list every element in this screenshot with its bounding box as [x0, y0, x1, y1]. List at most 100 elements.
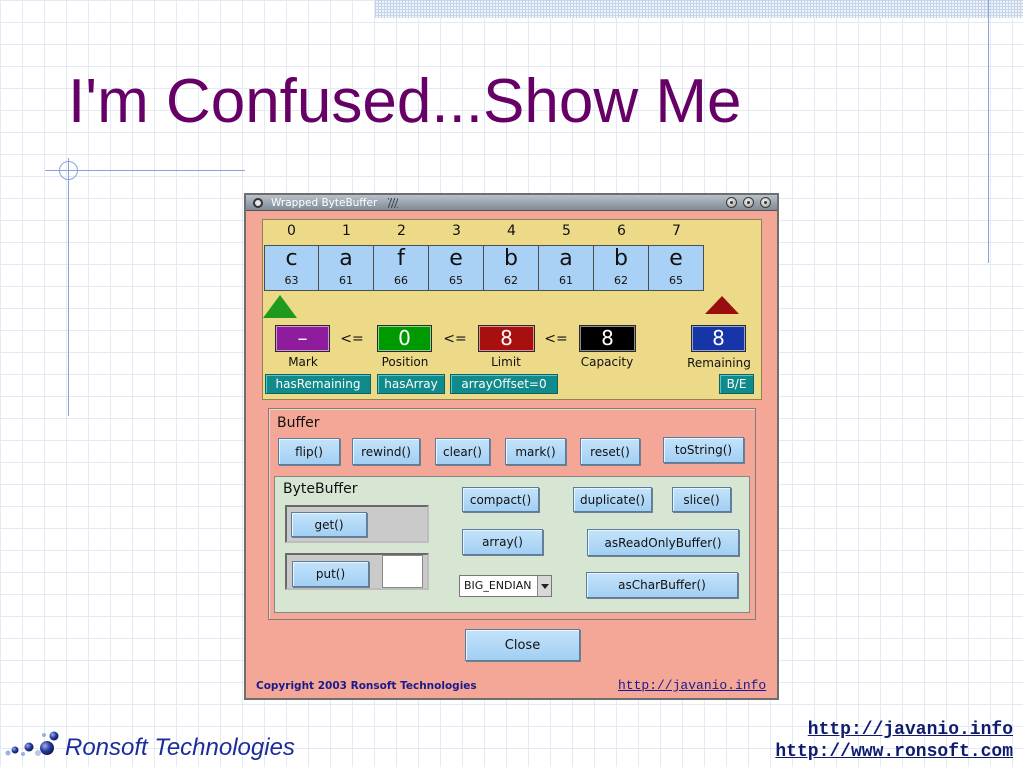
company-name: Ronsoft Technologies [65, 734, 295, 761]
slice-button[interactable]: slice() [672, 487, 731, 512]
byte-char: e [449, 246, 463, 271]
put-group: put() [285, 553, 429, 590]
put-button[interactable]: put() [292, 561, 369, 587]
byte-cell: a 61 [539, 245, 594, 291]
tostring-button[interactable]: toString() [663, 437, 744, 463]
byte-cell: a 61 [319, 245, 374, 291]
remaining-value-box: 8 [691, 325, 746, 352]
decor-vertical-line-right [988, 0, 989, 263]
byte-hex: 62 [504, 274, 518, 287]
compact-button[interactable]: compact() [462, 487, 539, 512]
mark-value-box: – [275, 325, 330, 352]
byte-hex: 61 [559, 274, 573, 287]
window-menu-icon[interactable] [253, 198, 263, 208]
decor-horizontal-line-left [45, 170, 245, 171]
byte-hex: 63 [284, 274, 299, 287]
rewind-button[interactable]: rewind() [352, 438, 420, 465]
byte-hex: 61 [339, 274, 353, 287]
ronsoft-link[interactable]: http://www.ronsoft.com [775, 742, 1013, 762]
byte-hex: 65 [669, 274, 683, 287]
byte-char: e [669, 246, 683, 271]
byte-hex: 65 [449, 274, 463, 287]
byte-order-select[interactable]: BIG_ENDIAN [459, 575, 552, 597]
close-icon[interactable] [760, 197, 771, 208]
slide-title: I'm Confused...Show Me [68, 67, 742, 136]
limit-label: Limit [491, 355, 521, 369]
byte-hex: 62 [614, 274, 628, 287]
get-button[interactable]: get() [291, 512, 367, 537]
ronsoft-dots-logo-icon [5, 731, 59, 756]
position-value-box: 0 [377, 325, 432, 352]
close-button[interactable]: Close [465, 629, 580, 661]
flip-button[interactable]: flip() [278, 438, 340, 465]
lte-separator: <= [340, 331, 364, 347]
index-label: 0 [287, 223, 296, 239]
window-titlebar[interactable]: Wrapped ByteBuffer [246, 195, 777, 211]
byte-order-selected-value: BIG_ENDIAN [464, 579, 532, 592]
limit-pointer-triangle-icon [705, 296, 739, 314]
byte-char: a [559, 246, 573, 271]
chevron-down-icon[interactable] [537, 576, 551, 596]
logo-dot [40, 741, 54, 755]
byte-cell: f 66 [374, 245, 429, 291]
remaining-label: Remaining [687, 356, 751, 370]
put-value-input[interactable] [382, 555, 423, 588]
logo-dot [42, 733, 46, 737]
capacity-label: Capacity [580, 355, 634, 369]
buffer-panel: Buffer flip() rewind() clear() mark() re… [268, 408, 756, 620]
byte-order-toggle[interactable]: B/E [719, 374, 754, 394]
has-array-indicator: hasArray [377, 374, 445, 394]
window-copyright: Copyright 2003 Ronsoft Technologies [256, 680, 477, 692]
byte-char: f [397, 246, 405, 271]
byte-char: c [285, 246, 298, 271]
byte-cell: c 63 [264, 245, 319, 291]
bytebuffer-panel-title: ByteBuffer [283, 481, 358, 497]
crosshair-circle-icon [59, 161, 78, 180]
logo-dot [49, 731, 59, 741]
index-row: 0 1 2 3 4 5 6 7 [264, 222, 704, 240]
minimize-icon[interactable] [726, 197, 737, 208]
index-label: 6 [617, 223, 626, 239]
index-label: 4 [507, 223, 516, 239]
index-label: 3 [452, 223, 461, 239]
bytebuffer-panel: ByteBuffer get() put() compact() duplica… [274, 476, 750, 613]
window-footer-link[interactable]: http://javanio.info [618, 678, 767, 693]
titlebar-grip [388, 198, 398, 208]
as-char-buffer-button[interactable]: asCharBuffer() [586, 572, 738, 598]
reset-button[interactable]: reset() [580, 438, 640, 465]
byte-char: b [504, 246, 518, 271]
decor-vertical-line-left [68, 158, 69, 416]
logo-dot [5, 750, 11, 756]
as-read-only-buffer-button[interactable]: asReadOnlyBuffer() [587, 529, 739, 556]
index-label: 7 [672, 223, 681, 239]
byte-cell: e 65 [649, 245, 704, 291]
duplicate-button[interactable]: duplicate() [573, 487, 652, 512]
logo-dot [35, 750, 41, 756]
logo-dot [11, 746, 19, 754]
lte-separator: <= [443, 331, 467, 347]
logo-dot [21, 752, 25, 756]
array-button[interactable]: array() [462, 529, 543, 555]
logo-dot [24, 742, 34, 752]
limit-value-box: 8 [478, 325, 535, 352]
byte-char: a [339, 246, 353, 271]
array-offset-indicator: arrayOffset=0 [450, 374, 558, 394]
byte-cell: e 65 [429, 245, 484, 291]
mark-button[interactable]: mark() [505, 438, 566, 465]
top-pattern-band [375, 0, 1023, 18]
maximize-icon[interactable] [743, 197, 754, 208]
buffer-panel-title: Buffer [277, 415, 320, 431]
javanio-link[interactable]: http://javanio.info [807, 720, 1013, 740]
index-label: 5 [562, 223, 571, 239]
clear-button[interactable]: clear() [435, 438, 490, 465]
index-label: 1 [342, 223, 351, 239]
get-group: get() [285, 505, 429, 543]
byte-cell: b 62 [484, 245, 539, 291]
index-label: 2 [397, 223, 406, 239]
byte-hex: 66 [394, 274, 408, 287]
position-pointer-triangle-icon [263, 295, 297, 318]
